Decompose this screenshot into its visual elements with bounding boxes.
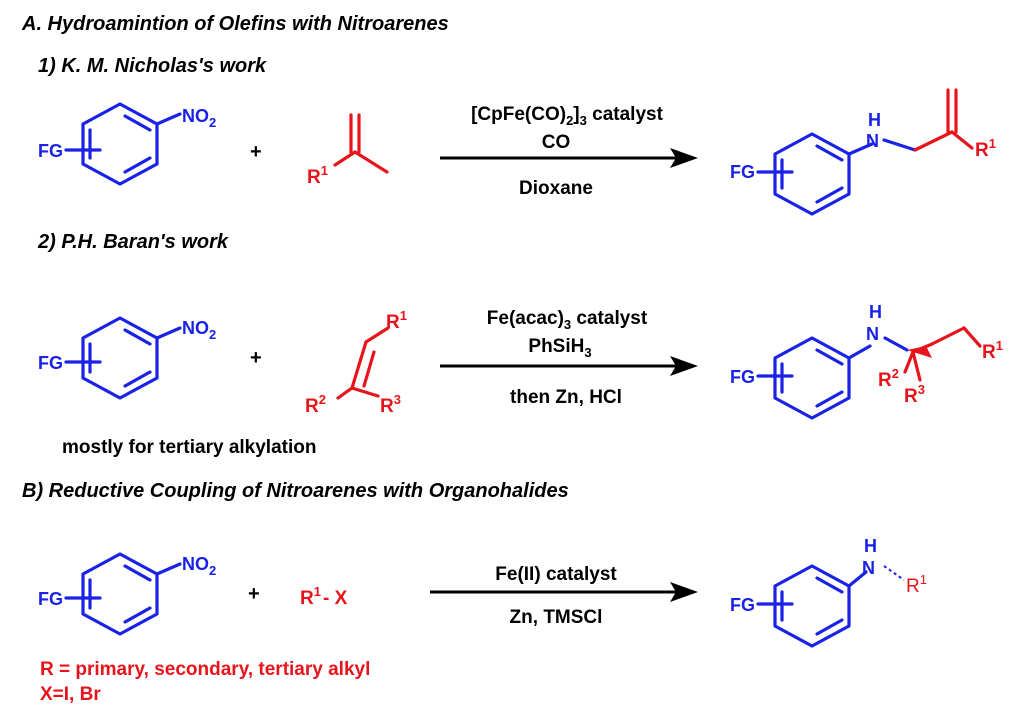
condition-reagents: Zn, TMSCl	[510, 607, 603, 628]
r1-label: R	[982, 342, 996, 363]
work2-olefin: R1 R2 R3	[305, 308, 407, 417]
nitro-label: NO	[182, 318, 209, 338]
r1-label: R	[386, 312, 400, 333]
r3-superscript: 3	[918, 382, 925, 397]
section-a-title: A. Hydroamintion of Olefins with Nitroar…	[21, 13, 449, 35]
r3-label: R	[380, 396, 394, 417]
reagent-main: PhSiH	[528, 336, 584, 357]
svg-text:R1: R1	[307, 163, 328, 188]
svg-text:NO2: NO2	[182, 106, 216, 130]
plus-sign: +	[248, 583, 260, 605]
nitro-subscript: 2	[209, 115, 216, 130]
fg-label: FG	[38, 589, 63, 609]
r2-superscript: 2	[892, 366, 899, 381]
r2-superscript: 2	[319, 392, 326, 407]
section-b-title: B) Reductive Coupling of Nitroarenes wit…	[22, 480, 569, 502]
reagent-sub: 3	[584, 345, 591, 360]
r-superscript: 1	[989, 136, 996, 151]
catalyst-sub: 3	[564, 317, 571, 332]
benzene-ring	[81, 316, 159, 400]
catalyst-sub: 2	[566, 113, 573, 128]
condition-workup: then Zn, HCl	[510, 387, 622, 408]
work2-heading: 2) P.H. Baran's work	[37, 231, 229, 253]
catalyst-tail: catalyst	[571, 308, 648, 329]
svg-text:R2: R2	[305, 392, 326, 417]
svg-text:[CpFe(CO)2]3 catalyst: [CpFe(CO)2]3 catalyst	[471, 104, 664, 128]
r2-label: R	[878, 370, 892, 391]
catalyst-sub2: 3	[580, 113, 587, 128]
condition-solvent: Dioxane	[519, 178, 593, 199]
r-superscript: 1	[920, 572, 927, 587]
benzene-ring	[81, 102, 159, 186]
section-b-nitroarene: NO2 FG	[38, 552, 216, 636]
work2-nitroarene: NO2 FG	[38, 316, 216, 400]
benzene-ring	[773, 564, 851, 648]
svg-text:R1: R1	[975, 136, 996, 161]
catalyst-tail: catalyst	[587, 104, 664, 125]
svg-text:R3: R3	[904, 382, 925, 407]
r-superscript: 1	[321, 163, 328, 178]
r1-superscript: 1	[996, 338, 1003, 353]
benzene-ring	[773, 132, 851, 216]
section-b-product: H N FG R1	[730, 536, 927, 648]
r1-superscript: 1	[400, 308, 407, 323]
svg-text:R2: R2	[878, 366, 899, 391]
x-label: - X	[323, 588, 348, 609]
h-label: H	[864, 536, 877, 556]
svg-text:Fe(acac)3 catalyst: Fe(acac)3 catalyst	[487, 308, 648, 332]
h-label: H	[868, 110, 881, 130]
svg-text:NO2: NO2	[182, 554, 216, 578]
svg-text:R1: R1	[982, 338, 1003, 363]
work2-note: mostly for tertiary alkylation	[62, 437, 316, 458]
catalyst-bracket: ]	[573, 104, 579, 125]
fg-label: FG	[730, 595, 755, 615]
svg-text:NO2: NO2	[182, 318, 216, 342]
scope-note-r: R = primary, secondary, tertiary alkyl	[40, 659, 370, 680]
work2-product: H N FG R1 R2 R3	[730, 302, 1003, 420]
r-label: R	[975, 140, 989, 161]
fg-label: FG	[730, 162, 755, 182]
arrow-head	[670, 148, 698, 168]
r-label: R	[307, 167, 321, 188]
r3-label: R	[904, 386, 918, 407]
benzene-ring	[773, 336, 851, 420]
h-label: H	[869, 302, 882, 322]
svg-text:R1: R1	[386, 308, 407, 333]
svg-text:R1: R1	[906, 572, 927, 597]
nitro-subscript: 2	[209, 327, 216, 342]
r-superscript: 1	[314, 584, 321, 599]
condition-co: CO	[542, 132, 571, 153]
fg-label: FG	[730, 367, 755, 387]
work1-olefin: R1	[307, 113, 389, 188]
scope-note-x: X=I, Br	[40, 684, 101, 705]
arrow-head	[670, 356, 698, 376]
n-label: N	[866, 324, 879, 344]
r-label: R	[300, 588, 314, 609]
r2-label: R	[305, 396, 319, 417]
n-label: N	[862, 558, 875, 578]
svg-text:PhSiH3: PhSiH3	[528, 336, 591, 360]
nitro-subscript: 2	[209, 563, 216, 578]
plus-sign: +	[250, 141, 262, 163]
work1-nitroarene: NO2 FG	[38, 102, 216, 186]
arrow-head	[670, 582, 698, 602]
benzene-ring	[81, 552, 159, 636]
condition-catalyst: Fe(II) catalyst	[495, 564, 617, 585]
catalyst-main: Fe(acac)	[487, 308, 564, 329]
nitro-label: NO	[182, 554, 209, 574]
work1-product: H N FG R1	[730, 88, 996, 216]
plus-sign: +	[250, 347, 262, 369]
fg-label: FG	[38, 141, 63, 161]
svg-text:R3: R3	[380, 392, 401, 417]
organohalide: R1- X	[300, 584, 348, 609]
work1-heading: 1) K. M. Nicholas's work	[38, 55, 267, 77]
fg-label: FG	[38, 353, 63, 373]
nitro-label: NO	[182, 106, 209, 126]
r3-superscript: 3	[394, 392, 401, 407]
catalyst-main: [CpFe(CO)	[471, 104, 566, 125]
r-label: R	[906, 576, 920, 597]
n-label: N	[866, 131, 879, 151]
